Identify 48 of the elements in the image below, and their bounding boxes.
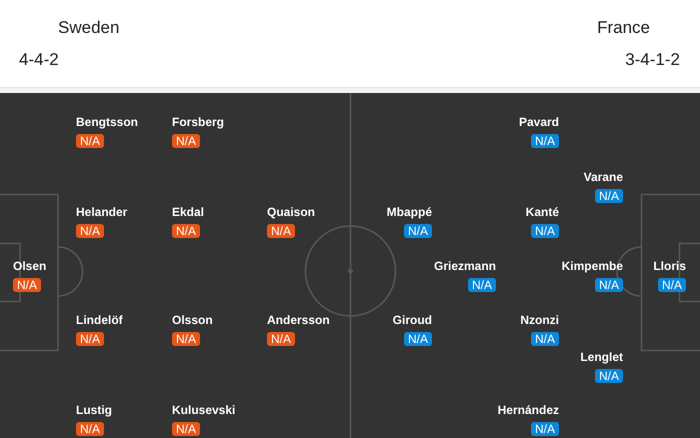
player-name: Lindelöf	[76, 313, 123, 327]
rating-badge: N/A	[76, 422, 104, 436]
player-name: Olsen	[13, 259, 46, 273]
rating-badge: N/A	[76, 332, 104, 346]
player-name: Kulusevski	[172, 403, 236, 417]
rating-badge: N/A	[530, 422, 559, 436]
player-name: Forsberg	[172, 115, 224, 129]
player-name: Quaison	[267, 205, 316, 219]
player-name: Kimpembe	[562, 259, 623, 273]
player-name: Lloris	[653, 259, 686, 273]
rating-badge: N/A	[172, 224, 200, 238]
rating-badge: N/A	[404, 332, 432, 346]
rating-badge: N/A	[172, 332, 200, 346]
rating-badge: N/A	[172, 422, 200, 436]
formation-text: 3-4-1-2	[625, 50, 680, 70]
rating-badge: N/A	[76, 224, 104, 238]
player-name: Lustig	[76, 403, 112, 417]
player-name: Andersson	[267, 313, 330, 327]
player-name: Bengtsson	[76, 115, 138, 129]
player-name: Nzonzi	[520, 313, 559, 327]
rating-badge: N/A	[530, 134, 559, 148]
player-name: Griezmann	[434, 259, 496, 273]
rating-badge: N/A	[594, 278, 623, 292]
rating-badge: N/A	[404, 224, 432, 238]
player-name: Ekdal	[172, 205, 204, 219]
formation-text: 4-4-2	[19, 50, 59, 70]
rating-badge: N/A	[172, 134, 200, 148]
player-name: Giroud	[392, 313, 432, 327]
player-name: Olsson	[172, 313, 213, 327]
team-name: France	[597, 18, 650, 38]
team-name: Sweden	[58, 18, 120, 38]
player-name: Hernández	[498, 403, 559, 417]
player-name: Mbappé	[386, 205, 432, 219]
rating-badge: N/A	[530, 224, 559, 238]
rating-badge: N/A	[594, 189, 623, 203]
player-name: Lenglet	[580, 350, 623, 364]
rating-badge: N/A	[530, 332, 559, 346]
rating-badge: N/A	[468, 278, 496, 292]
player-name: Pavard	[518, 115, 559, 129]
player-name: Varane	[584, 170, 623, 184]
player-name: Helander	[76, 205, 128, 219]
rating-badge: N/A	[658, 278, 686, 292]
rating-badge: N/A	[13, 278, 42, 292]
rating-badge: N/A	[267, 224, 296, 238]
rating-badge: N/A	[267, 332, 296, 346]
rating-badge: N/A	[594, 369, 623, 383]
rating-badge: N/A	[76, 134, 104, 148]
player-name: Kanté	[526, 205, 559, 219]
